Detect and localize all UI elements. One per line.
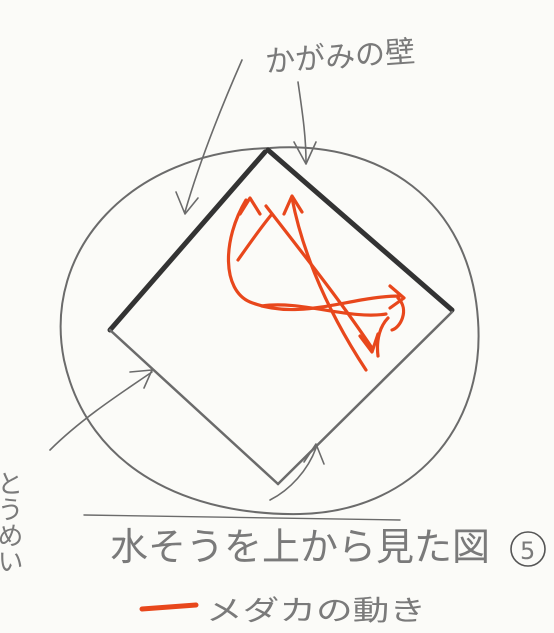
caption-text: 水そうを上から見た図 [110,525,490,569]
baseline-stroke [84,515,400,520]
mirror-wall-label: かがみの壁 [264,35,416,80]
caption-number: 5 [520,537,535,565]
tank-outline [61,147,479,514]
transparent-label-arrow-right [270,448,316,500]
legend-text: メダカの動き [206,594,426,627]
mirror-wall-right [268,150,452,310]
mirror-wall-left [110,152,265,330]
medaka-path [228,196,404,370]
transparent-wall-left [110,330,278,484]
transparent-label: とうめい [0,470,23,574]
legend-swatch [142,605,196,609]
